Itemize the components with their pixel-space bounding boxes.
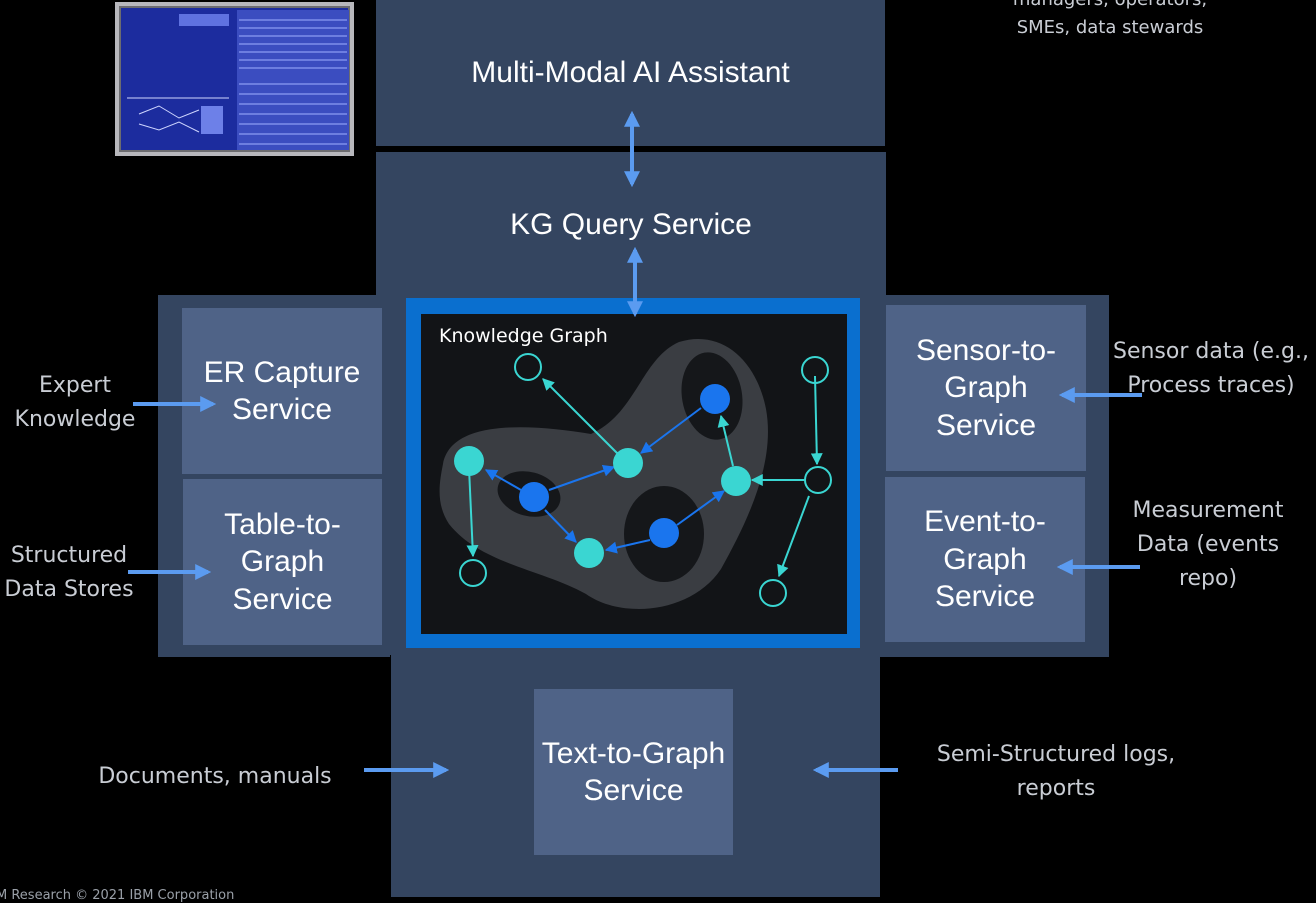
graph-node	[700, 384, 730, 414]
graph-node	[514, 353, 542, 381]
screenshot-thumbnail	[115, 2, 354, 156]
text-to-graph-service: Text-to-Graph Service	[534, 689, 733, 855]
documents-label: Documents, manuals	[98, 764, 332, 789]
graph-node	[801, 356, 829, 384]
measurement-data-label: Measurement Data (events repo)	[1132, 498, 1284, 592]
structured-data-label: Structured Data Stores	[4, 543, 134, 603]
knowledge-graph-canvas	[421, 314, 847, 634]
graph-node	[574, 538, 604, 568]
sensor-data-label: Sensor data (e.g., Process traces)	[1112, 339, 1309, 399]
sensor-to-graph-service: Sensor-to- Graph Service	[886, 305, 1086, 471]
event-to-graph-service: Event-to- Graph Service	[885, 477, 1085, 642]
expert-knowledge-label: Expert Knowledge	[14, 373, 136, 433]
semi-structured-label: Semi-Structured logs, reports	[936, 742, 1176, 802]
graph-node	[459, 559, 487, 587]
ai-assistant-title: Multi-Modal AI Assistant	[471, 56, 790, 89]
er-capture-service: ER Capture Service	[182, 308, 382, 474]
kg-query-service-title: KG Query Service	[510, 208, 752, 241]
audience-label: managers, operators, SMEs, data stewards	[1013, 0, 1207, 38]
graph-node	[613, 448, 643, 478]
table-to-graph-service: Table-to- Graph Service	[183, 479, 382, 645]
footer-copyright: M Research © 2021 IBM Corporation	[0, 888, 235, 903]
thumbnail-graphic	[127, 10, 349, 150]
knowledge-graph-drawing	[439, 338, 832, 609]
graph-node	[519, 482, 549, 512]
graph-node	[454, 446, 484, 476]
graph-node	[759, 579, 787, 607]
graph-node	[649, 518, 679, 548]
graph-node	[804, 466, 832, 494]
graph-node	[721, 466, 751, 496]
knowledge-graph-title: Knowledge Graph	[439, 325, 608, 347]
